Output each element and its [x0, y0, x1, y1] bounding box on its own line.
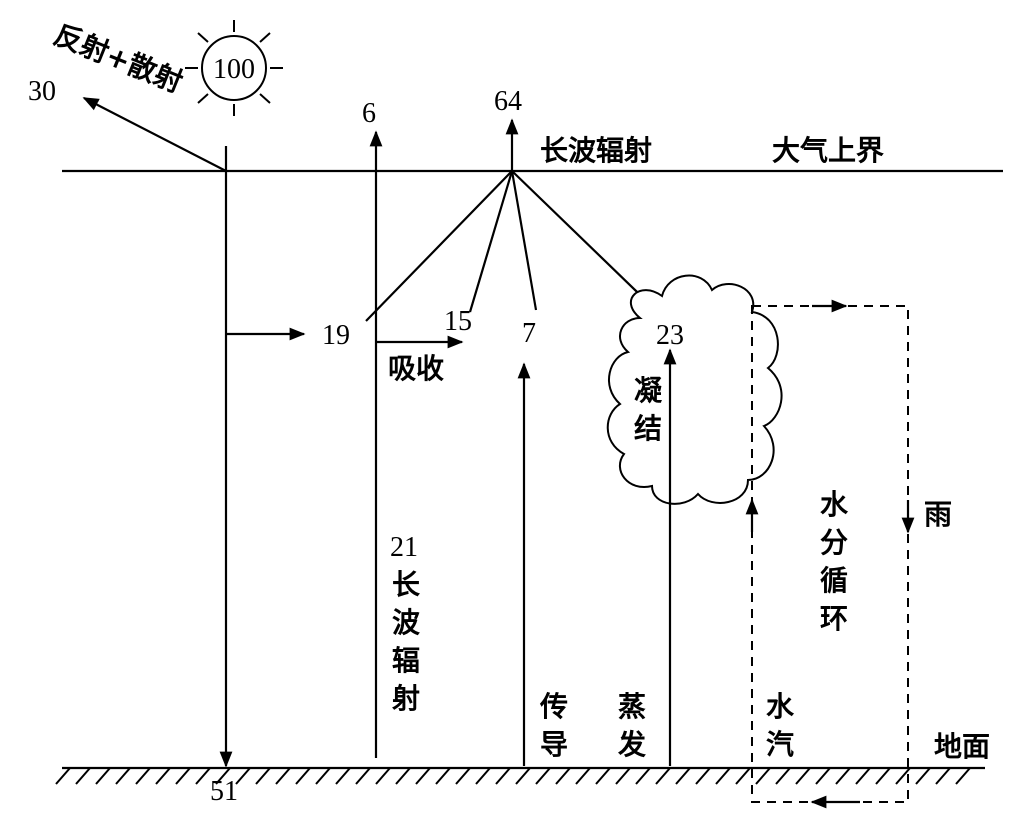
space-longwave-value: 6: [362, 98, 376, 129]
ground-longwave-label-2: 波: [392, 606, 421, 639]
reflection-arrow: [82, 97, 227, 172]
ground-longwave-label-3: 辐: [392, 644, 420, 677]
water-cycle-label-1: 水: [820, 488, 849, 521]
evaporation-label-1: 蒸: [618, 690, 646, 723]
rain-label: 雨: [924, 498, 952, 531]
ground-longwave-label-1: 长: [392, 568, 420, 601]
conduction-label-2: 导: [540, 728, 568, 761]
absorb-23-value: 23: [656, 320, 684, 351]
water-cycle-label-4: 环: [820, 602, 848, 635]
condense-label-2: 结: [634, 412, 662, 445]
ground-longwave-value: 21: [390, 532, 418, 563]
condense-label-1: 凝: [634, 374, 663, 407]
cloud-icon: [606, 274, 783, 505]
absorb-label: 吸收: [388, 352, 444, 385]
ground-hatch-icon: [55, 767, 971, 785]
sun-icon: [185, 20, 283, 116]
reflect-value: 30: [28, 76, 56, 107]
conduction-label-1: 传: [539, 690, 568, 723]
water-cycle-box: [751, 305, 909, 803]
ground-label: 地面: [934, 730, 990, 763]
ground-value: 51: [210, 776, 238, 807]
evaporation-label-2: 发: [617, 728, 646, 761]
reflect-scatter-label: 反射+散射: [49, 18, 187, 99]
vapor-label-2: 汽: [766, 728, 794, 761]
vapor-label-1: 水: [766, 690, 795, 723]
water-cycle-label-3: 循: [820, 564, 848, 597]
sun-value: 100: [213, 54, 255, 85]
longwave-top-label: 长波辐射: [540, 134, 652, 167]
absorb-15-value: 15: [444, 306, 472, 337]
absorb-19-value: 19: [322, 320, 350, 351]
line-7: [510, 170, 538, 311]
line-19: [365, 170, 513, 322]
top-of-atmosphere-label: 大气上界: [772, 134, 884, 167]
total-longwave-value: 64: [494, 86, 522, 117]
ground-longwave-label-4: 射: [391, 682, 420, 715]
water-cycle-label-2: 分: [820, 526, 848, 559]
absorb-7-value: 7: [522, 318, 536, 349]
line-15: [468, 170, 514, 313]
